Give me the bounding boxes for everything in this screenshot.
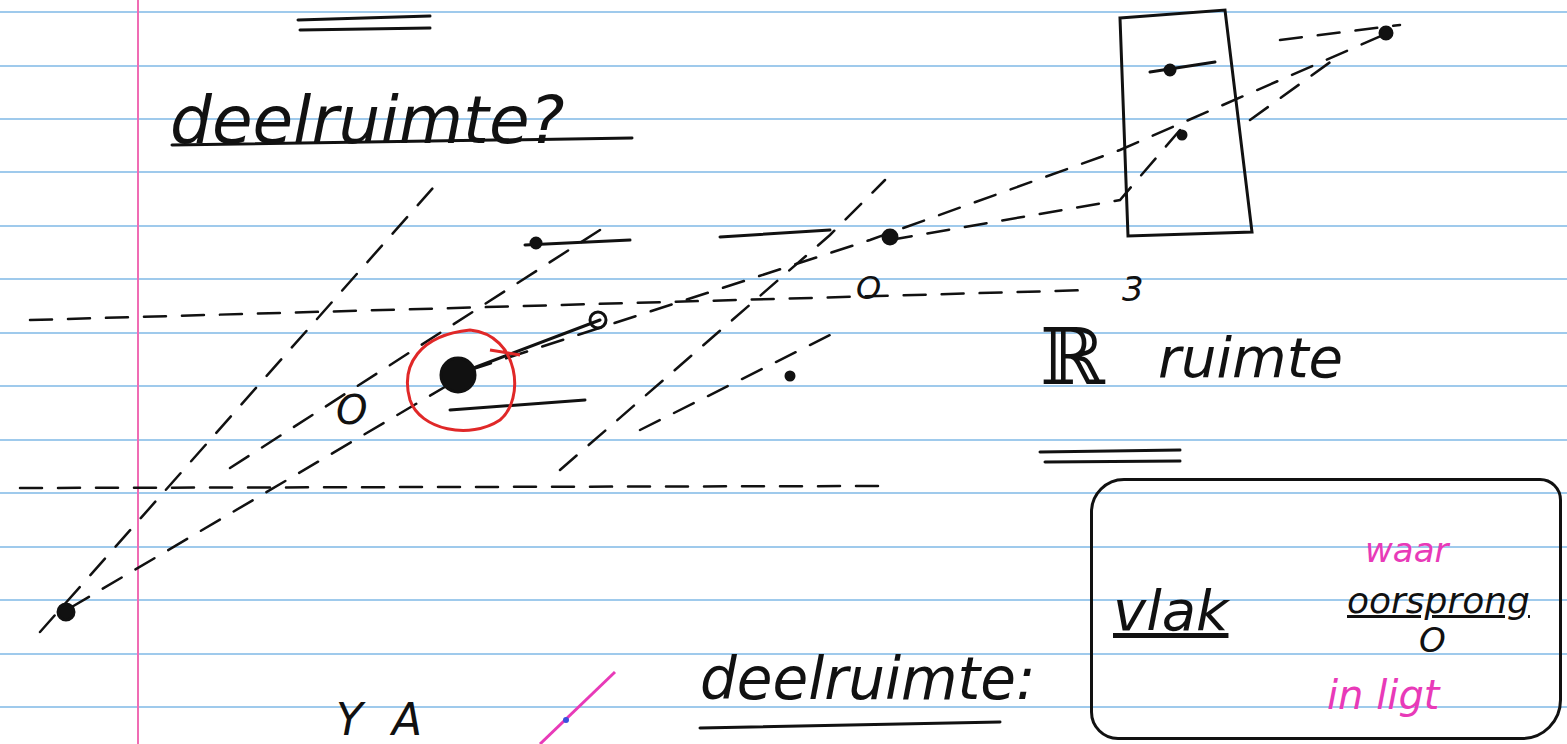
- pink-stroke: [540, 672, 615, 744]
- ruled-lines: [0, 12, 1567, 707]
- box-text: O: [1419, 623, 1446, 657]
- margin-line: [137, 0, 139, 744]
- dashed-lines: [20, 25, 1400, 632]
- points: [58, 27, 1392, 620]
- note-text: deelruimte:: [700, 650, 1035, 708]
- space-symbol: ℝ: [1040, 318, 1105, 396]
- blue-dot: [563, 717, 569, 723]
- highlight-circle: [408, 330, 521, 430]
- note-text: ruimte: [1158, 330, 1343, 386]
- axis-label: Y: [336, 698, 363, 742]
- heading-text: deelruimte?: [170, 88, 565, 154]
- origin-label: O: [856, 272, 881, 304]
- box-text: oorsprong: [1347, 583, 1530, 619]
- definition-box: vlak waar oorsprongOin ligt: [1090, 478, 1562, 740]
- exponent: 3: [1122, 272, 1144, 306]
- box-text: vlak: [1113, 583, 1228, 639]
- axis-label: A: [392, 698, 422, 742]
- solid-strokes: [450, 10, 1252, 410]
- origin-label: O: [336, 390, 367, 430]
- box-text: waar: [1365, 533, 1448, 567]
- box-text: in ligt: [1327, 675, 1439, 715]
